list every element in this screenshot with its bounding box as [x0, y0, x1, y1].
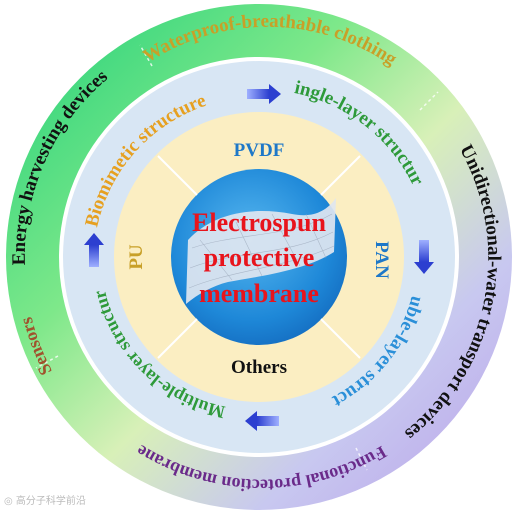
watermark-text: 高分子科学前沿: [15, 496, 86, 507]
arrow-to-double: [414, 240, 434, 274]
center-title-line-3: membrane: [199, 279, 319, 308]
watermark-icon: ◎: [4, 496, 16, 507]
application-dividers: [35, 44, 439, 471]
center-title-line-2: protective: [204, 243, 315, 272]
arrow-to-single: [247, 84, 281, 104]
material-top: PVDF: [234, 140, 285, 161]
material-dividers: [157, 155, 361, 359]
membrane-fibers: [188, 213, 335, 289]
material-left: PU: [126, 244, 147, 270]
material-bottom: Others: [231, 357, 287, 378]
membrane-sheet: [186, 198, 336, 304]
watermark: ◎ 高分子科学前沿: [4, 492, 86, 507]
arrow-to-biomimetic: [84, 233, 104, 267]
center-title: Electrospun protective membrane: [192, 208, 326, 308]
material-right: PAN: [371, 241, 392, 279]
arrow-to-multiple: [245, 411, 279, 431]
center-title-line-1: Electrospun: [192, 208, 326, 237]
